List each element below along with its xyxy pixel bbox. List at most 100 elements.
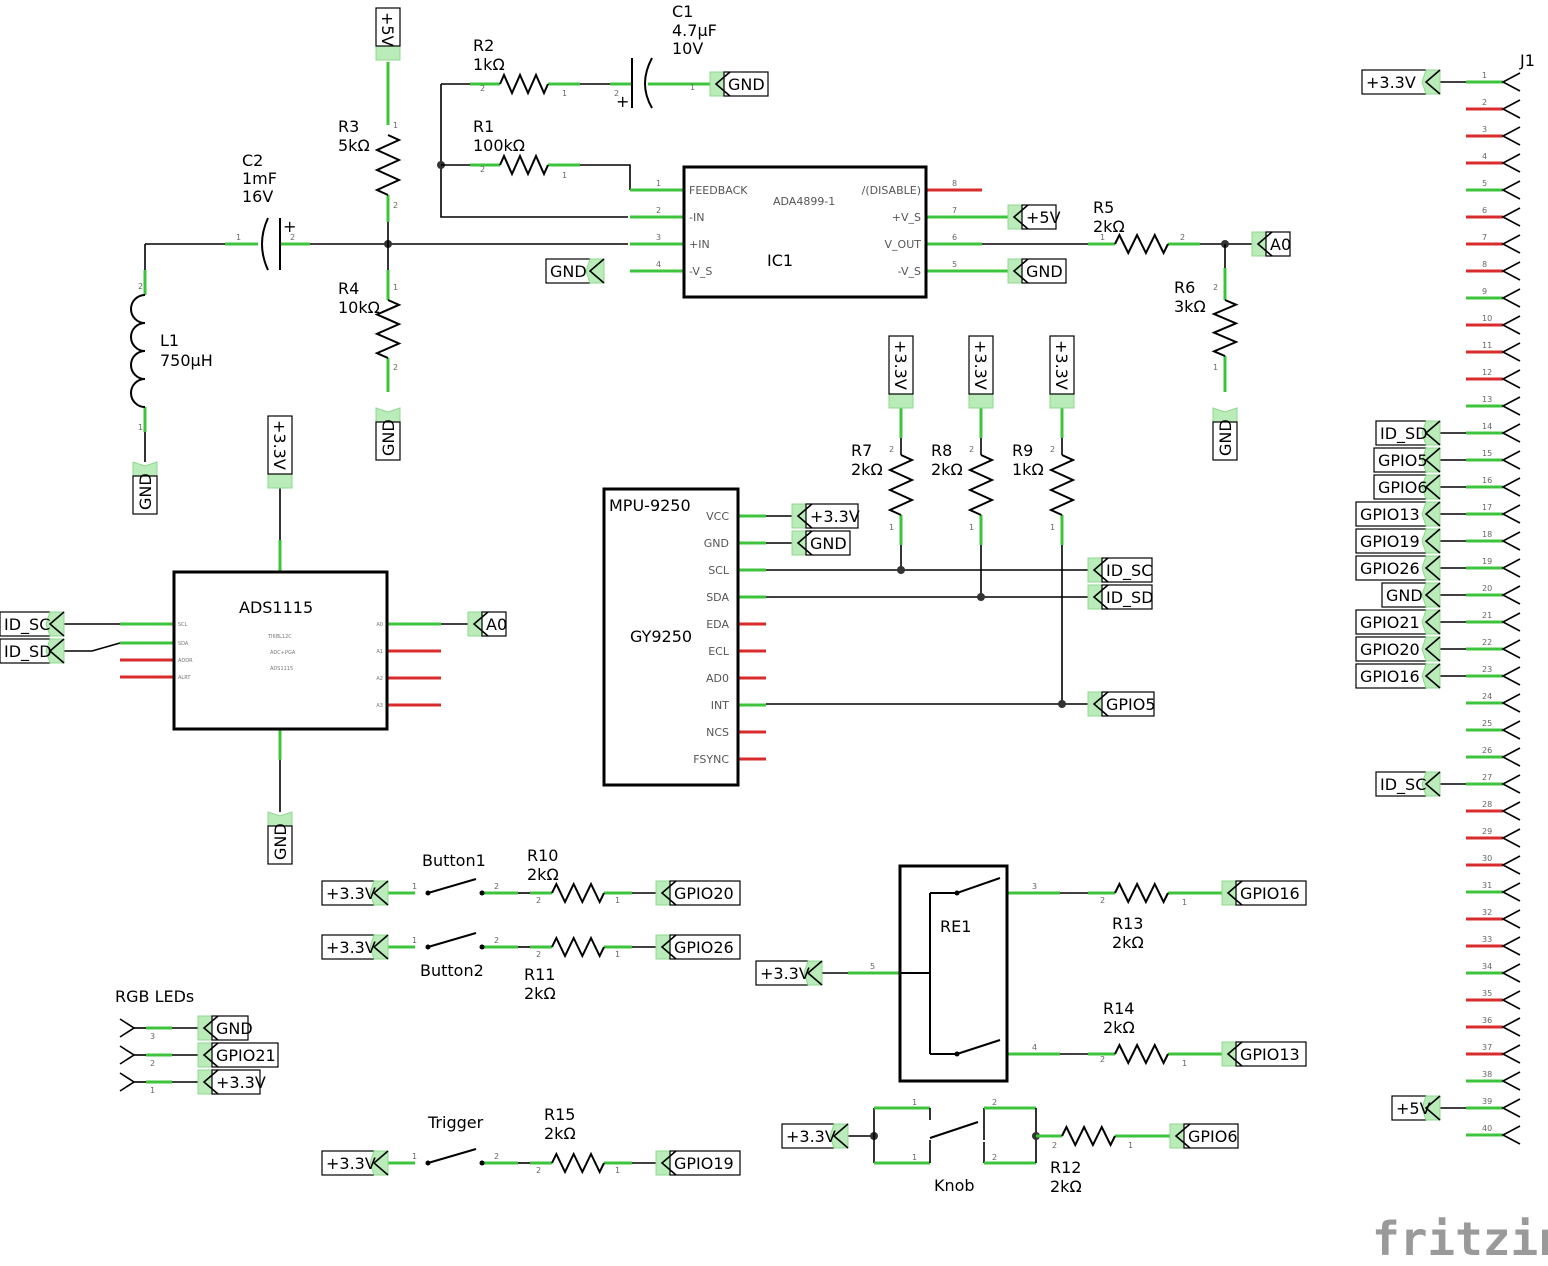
switch-contact [479, 890, 485, 896]
net-label-box [888, 335, 914, 395]
j1-connector-pin [1501, 1044, 1521, 1064]
gpio20-label-button1: GPIO20 [655, 880, 741, 906]
switch-lever [427, 878, 477, 894]
net-label-arrow [660, 1150, 677, 1176]
button2-label: Button2 [420, 961, 484, 980]
net-label-arrow [832, 1123, 849, 1149]
j1-connector-pin [1501, 477, 1521, 497]
net-label-box [481, 611, 507, 637]
ads-pin-label: A0 [376, 622, 383, 628]
resistor-zigzag [551, 1151, 605, 1175]
j1-pin-number: 37 [1482, 1043, 1492, 1052]
j1-connector-pin [1501, 585, 1521, 605]
a0-label-ads: A0 [467, 611, 507, 637]
net-label-tip [1421, 609, 1441, 635]
R5-value: 2kΩ [1093, 217, 1125, 236]
net-label-tip [1421, 663, 1441, 689]
net-label-tip [1421, 501, 1441, 527]
net-label-arrow [1424, 609, 1441, 635]
j1-connector-pin [1501, 531, 1521, 551]
trigger-switch [425, 1148, 485, 1166]
net-label-arrow [372, 1150, 389, 1176]
net-label-box [1375, 420, 1427, 446]
net-label-box [321, 934, 375, 960]
j1-pin-number: 35 [1482, 989, 1492, 998]
pin-number: 2 [494, 1152, 499, 1161]
pin-number: 1 [1182, 898, 1187, 907]
resistor-R4 [374, 299, 402, 359]
net-label-text: +3.3V [326, 1154, 376, 1173]
idsc-label-ads: ID_SC [0, 611, 65, 637]
net-label-arrow [1424, 447, 1441, 473]
rgb-connector-pin [119, 1072, 136, 1092]
j1-connector-pin [1501, 774, 1521, 794]
v33-label-mpu: +3.3V [791, 503, 860, 529]
net-label-box [669, 1150, 741, 1176]
net-label-box [1355, 636, 1427, 662]
j1-gnd-label-pin20: GND [1381, 582, 1441, 608]
v33-label-relay: +3.3V [755, 960, 823, 986]
resistor-zigzag [967, 454, 995, 516]
junction-dot [897, 566, 905, 574]
net-label-text: ID_SD [1380, 424, 1428, 444]
net-label-text: +3.3V [326, 884, 376, 903]
pin-number: 1 [615, 896, 620, 905]
relay-ref: RE1 [940, 917, 971, 936]
net-label-box [211, 1069, 261, 1095]
pin-number: 7 [952, 206, 957, 215]
pin-number: 1 [615, 950, 620, 959]
net-label-text: GND [550, 262, 587, 281]
net-label-arrow [1226, 1041, 1243, 1067]
j1-pin-number: 24 [1482, 692, 1492, 701]
net-label-tip [1421, 1095, 1441, 1121]
switch-lever [427, 1148, 477, 1164]
j1-connector-pin [1501, 747, 1521, 767]
C1-ref: C1 [672, 2, 693, 21]
j1-pin-number: 18 [1482, 530, 1492, 539]
net-label-tip [45, 638, 65, 664]
net-label-text: +5V [378, 12, 397, 47]
j1-connector-pin [1501, 207, 1521, 227]
j1-connector-pin [1501, 612, 1521, 632]
v33-label-trigger: +3.3V [321, 1150, 389, 1176]
net-label-box [1101, 557, 1153, 583]
pin-number: 2 [480, 165, 485, 174]
button1-label: Button1 [422, 851, 486, 870]
j1-gpio6-label-pin16: GPIO6 [1373, 474, 1441, 500]
idsd-label-ads: ID_SD [0, 638, 65, 664]
j1-connector-pin [1501, 1071, 1521, 1091]
pin-number: 2 [290, 233, 295, 242]
j1-pin-number: 39 [1482, 1097, 1492, 1106]
mpu-sub: GY9250 [630, 627, 692, 646]
j1-pin-number: 15 [1482, 449, 1492, 458]
net-label-box [669, 880, 741, 906]
net-label-text: A0 [1270, 235, 1291, 254]
net-label-box [1101, 584, 1153, 610]
switch-contact [479, 1160, 485, 1166]
pin-number: 2 [992, 1153, 997, 1162]
j1-pin-number: 29 [1482, 827, 1492, 836]
j1-pin-number: 28 [1482, 800, 1492, 809]
net-label-text: GND [1386, 586, 1423, 605]
rgb-connector-pin [119, 1018, 136, 1038]
v33-label-button1: +3.3V [321, 880, 389, 906]
j1-pin-number: 40 [1482, 1124, 1492, 1133]
net-label-text: GPIO6 [1378, 478, 1428, 497]
pin-number: 1 [889, 523, 894, 532]
pin-number: 1 [393, 283, 398, 292]
pin-number: 1 [912, 1153, 917, 1162]
j1-connector-pin [1501, 639, 1521, 659]
pin-number: 2 [536, 950, 541, 959]
net-label-tip [267, 811, 293, 827]
R4-ref: R4 [338, 279, 359, 298]
ads-pin-label: SDA [178, 641, 189, 647]
j1-pin-number: 9 [1482, 287, 1487, 296]
j1-connector-pin [1501, 396, 1521, 416]
ic1-pin-label: -V_S [689, 265, 712, 278]
ads-pin-label: A1 [376, 649, 383, 655]
capacitor-polarity: + [616, 92, 629, 111]
pin-number: 1 [969, 523, 974, 532]
net-label-box [1361, 69, 1427, 95]
net-label-arrow [1424, 555, 1441, 581]
mpu-pin-label: SDA [706, 591, 729, 604]
